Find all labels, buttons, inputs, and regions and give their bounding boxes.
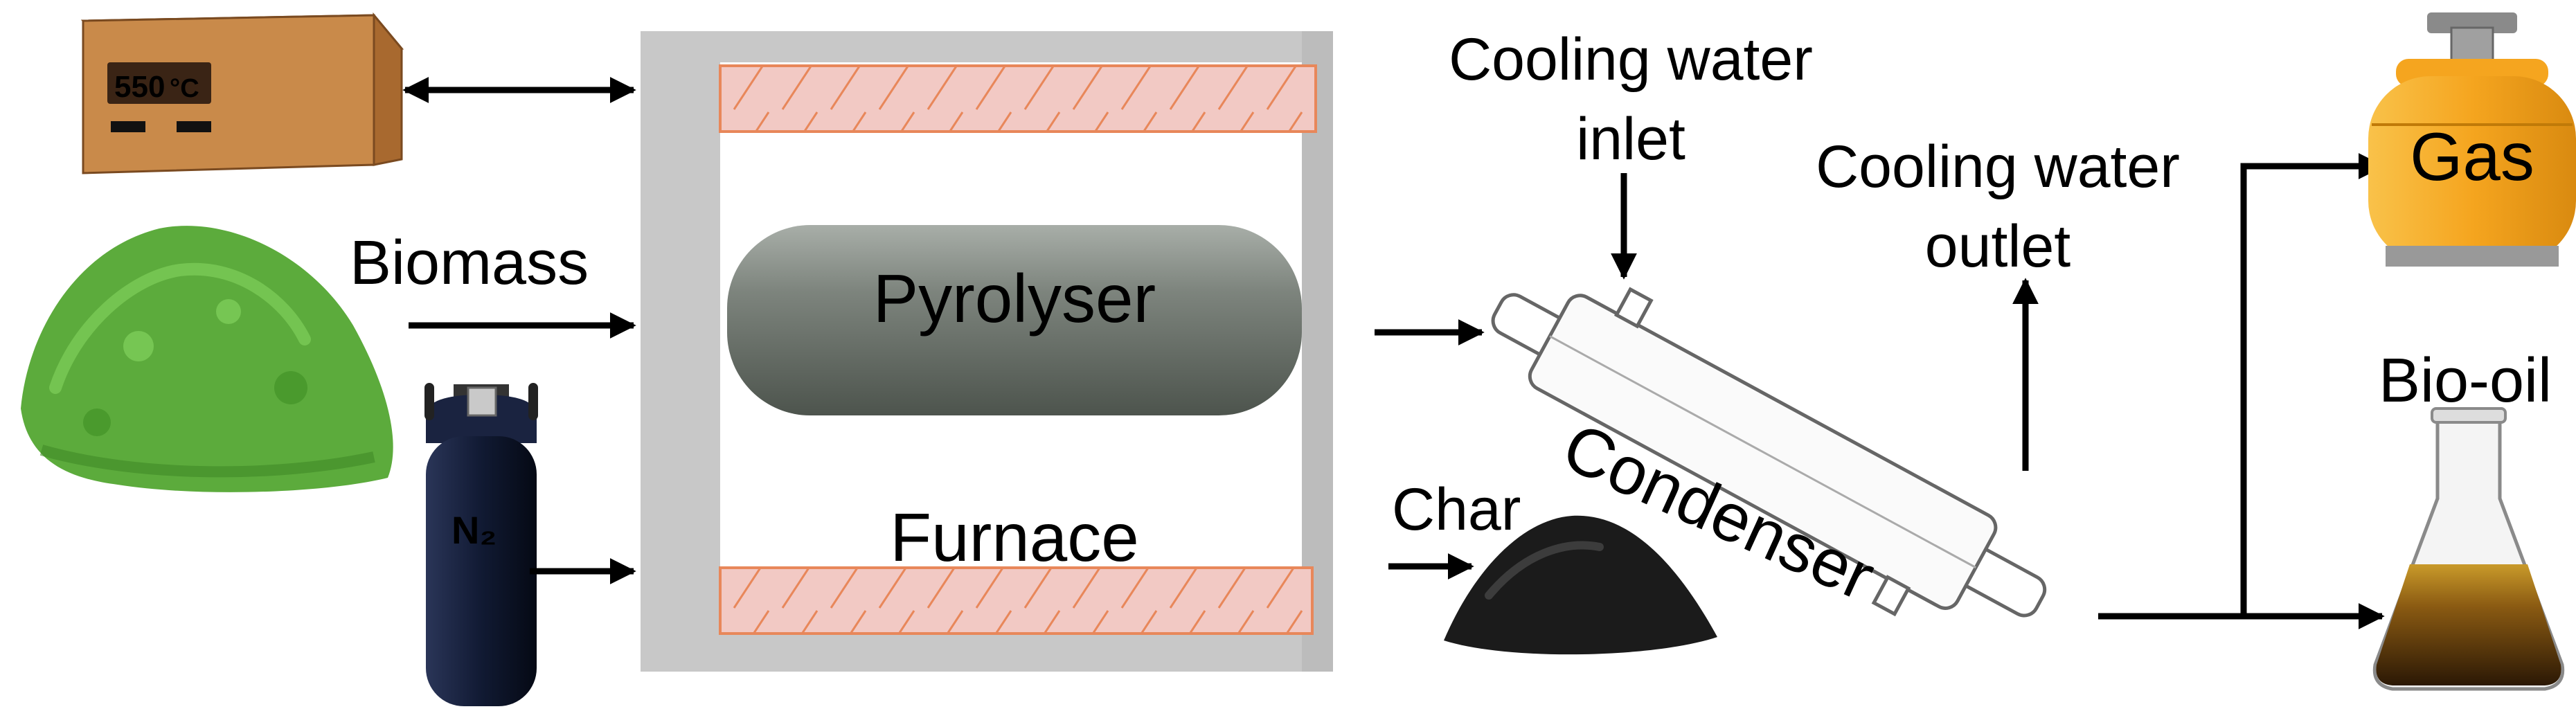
heater-bottom: [719, 566, 1314, 635]
heater-top: [719, 64, 1317, 133]
char-label: Char: [1392, 476, 1521, 543]
temperature-unit: °C: [170, 74, 199, 103]
furnace-label: Furnace: [890, 499, 1139, 575]
nitrogen-label: N₂: [451, 508, 497, 552]
gas-cylinder-icon: [2368, 12, 2576, 267]
cooling-inlet-label-line1: Cooling water: [1449, 26, 1813, 93]
biomass-label: Biomass: [350, 228, 589, 298]
controller-button-right: [177, 121, 211, 132]
bio-oil-label: Bio-oil: [2379, 346, 2552, 415]
cooling-inlet-label-line2: inlet: [1576, 106, 1685, 172]
flask-icon: [2372, 407, 2565, 691]
biomass-pile-icon: [21, 226, 393, 492]
cooling-outlet-label-line1: Cooling water: [1816, 134, 2180, 200]
furnace: Pyrolyser Furnace: [641, 31, 1333, 672]
condenser-to-gas-arrow: [2240, 153, 2385, 616]
char-pile-icon: [1444, 515, 1717, 655]
temperature-display: [107, 62, 211, 104]
temperature-controller-icon: 550 °C: [80, 12, 404, 174]
pyrolyser-label: Pyrolyser: [873, 260, 1156, 336]
temperature-value: 550: [114, 70, 165, 104]
cooling-outlet-label-line2: outlet: [1925, 213, 2070, 280]
condenser-icon: [1491, 287, 2047, 618]
gas-label: Gas: [2410, 118, 2534, 195]
nitrogen-cylinder-icon: N₂: [424, 383, 538, 706]
pyrolyser-vessel: [727, 225, 1302, 415]
furnace-right-shade: [1302, 31, 1333, 672]
controller-button-left: [111, 121, 145, 132]
